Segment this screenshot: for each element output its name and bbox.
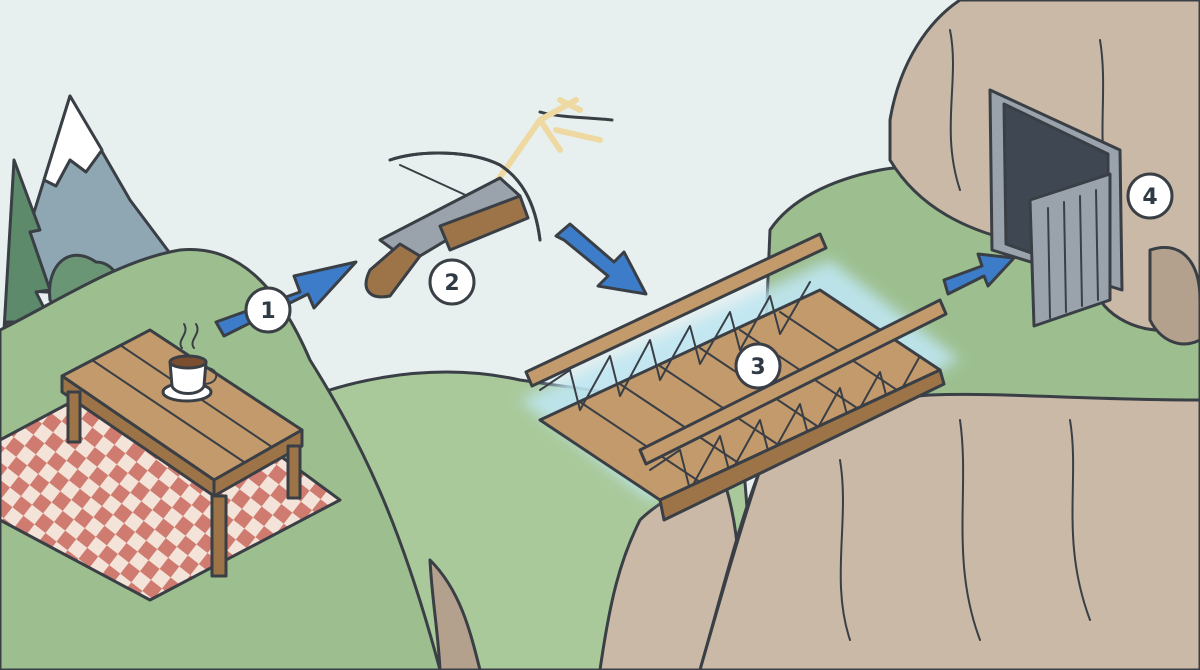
step-number: 2 — [444, 271, 459, 296]
picnic-table-icon — [60, 323, 304, 578]
step-number: 1 — [260, 299, 275, 324]
step-number: 4 — [1142, 185, 1157, 210]
arrow-2-to-3 — [554, 222, 648, 296]
step-marker-1: 1 — [244, 286, 292, 334]
crossbow-icon — [364, 97, 614, 299]
step-marker-3: 3 — [734, 342, 782, 390]
arrow-3-to-4 — [942, 252, 1016, 296]
step-marker-4: 4 — [1126, 172, 1174, 220]
steel-door-icon — [988, 88, 1124, 328]
step-marker-2: 2 — [428, 258, 476, 306]
step-number: 3 — [750, 355, 765, 380]
